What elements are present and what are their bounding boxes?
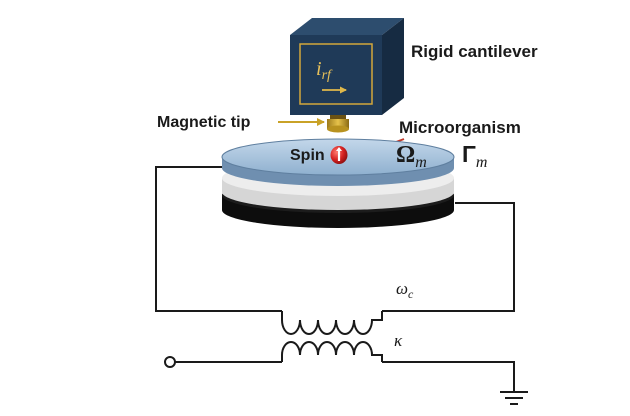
cantilever-current-label: irf bbox=[316, 58, 333, 83]
microorganism-label: Microorganism bbox=[399, 118, 521, 137]
cavity-coil-icon bbox=[281, 311, 383, 335]
magnetic-tip-label: Magnetic tip bbox=[157, 114, 251, 131]
rigid-cantilever-label: Rigid cantilever bbox=[411, 42, 538, 61]
circuit-wires bbox=[155, 166, 515, 392]
cantilever-inner-border bbox=[299, 43, 373, 105]
resonator-stack bbox=[221, 138, 455, 228]
kappa-label: κ bbox=[394, 331, 403, 350]
cantilever-front-face bbox=[290, 35, 382, 115]
input-terminal-icon bbox=[164, 356, 176, 368]
ground-icon bbox=[500, 391, 528, 405]
magnetic-tip bbox=[327, 115, 349, 133]
rigid-cantilever: irf bbox=[290, 18, 404, 115]
omega-m-label: Ωm bbox=[396, 142, 427, 171]
gamma-m-label: Γm bbox=[462, 141, 487, 171]
omega-c-label: ωc bbox=[396, 279, 414, 301]
spin-sphere-icon bbox=[330, 146, 348, 164]
spin-label: Spin bbox=[290, 147, 325, 164]
drive-coil-icon bbox=[281, 341, 383, 362]
cantilever-top-face bbox=[290, 18, 404, 35]
cantilever-side-face bbox=[382, 18, 404, 115]
